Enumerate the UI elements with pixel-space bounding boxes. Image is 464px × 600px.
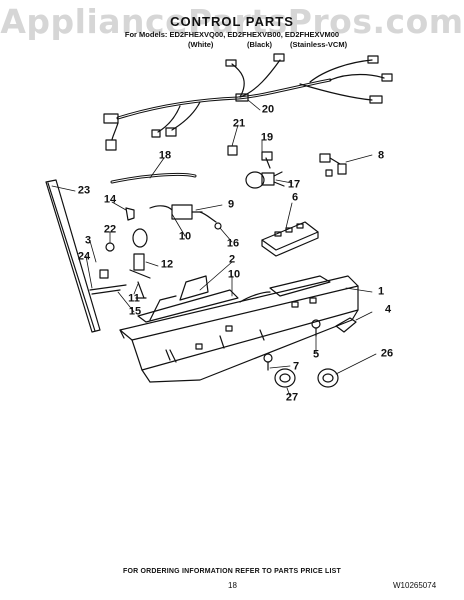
callout-3: 3: [84, 234, 92, 247]
module: [149, 204, 222, 230]
latch: [335, 317, 357, 333]
callout-5: 5: [312, 348, 320, 361]
callout-17: 17: [287, 178, 301, 191]
callout-14: 14: [103, 193, 117, 206]
page-number: 18: [228, 581, 237, 590]
callout-11: 11: [128, 292, 140, 305]
callout-10a: 10: [178, 230, 192, 243]
callout-20: 20: [261, 103, 275, 116]
callout-23: 23: [77, 184, 91, 197]
ordering-note: FOR ORDERING INFORMATION REFER TO PARTS …: [122, 568, 342, 575]
finish-white: (White): [188, 40, 214, 49]
callout-4: 4: [384, 303, 392, 316]
leader-lines: [51, 99, 377, 397]
bracket: [125, 207, 135, 221]
knob-27: [274, 368, 296, 388]
callout-27: 27: [285, 391, 299, 404]
rod: [45, 179, 101, 333]
light-bulb: [245, 151, 285, 189]
callout-12: 12: [160, 258, 174, 271]
callout-8: 8: [377, 149, 385, 162]
callout-26: 26: [380, 347, 394, 360]
callout-24: 24: [77, 250, 91, 263]
callout-21: 21: [232, 117, 246, 130]
control-board: [261, 221, 319, 257]
document-number: W10265074: [393, 581, 437, 590]
callout-7: 7: [292, 360, 300, 373]
nut: [105, 242, 115, 252]
callout-10b: 10: [227, 268, 241, 281]
callout-18: 18: [158, 149, 172, 162]
clip-part: [227, 145, 238, 156]
diagram-title: CONTROL PARTS: [170, 14, 294, 29]
screw-5: [311, 319, 321, 337]
models-line: For Models: ED2FHEXVQ00, ED2FHEXVB00, ED…: [124, 30, 340, 39]
callout-1: 1: [377, 285, 385, 298]
door-switch: [319, 153, 347, 177]
callout-16: 16: [226, 237, 240, 250]
knob-26: [317, 368, 339, 388]
finish-black: (Black): [247, 40, 273, 49]
callout-22: 22: [103, 223, 117, 236]
housing: [119, 275, 359, 383]
callout-15: 15: [128, 305, 142, 318]
callout-19: 19: [260, 131, 274, 144]
watermark: AppliancePartsPros.com: [0, 2, 464, 41]
lever: [89, 284, 127, 295]
finish-stainless: (Stainless-VCM): [290, 40, 348, 49]
screw-7: [263, 353, 273, 371]
callout-6: 6: [291, 191, 299, 204]
callout-2: 2: [228, 253, 236, 266]
callout-9: 9: [227, 198, 235, 211]
spacer: [99, 269, 109, 279]
damper-assembly: [129, 228, 151, 299]
wire-harness: [103, 53, 393, 151]
